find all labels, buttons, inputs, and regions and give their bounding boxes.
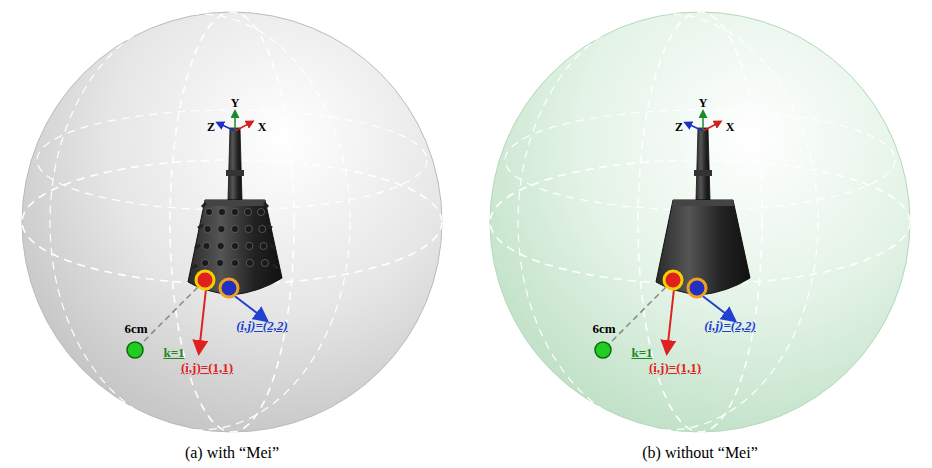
k-index-label: k=1 — [631, 346, 652, 360]
point-index-label: (i,j)=(2,2) — [704, 319, 755, 333]
axis-label: X — [726, 121, 735, 134]
point-index-label: (i,j)=(1,1) — [649, 361, 701, 375]
point-index-label: (i,j)=(2,2) — [236, 319, 287, 333]
distance-label: 6cm — [592, 322, 615, 336]
axis-label: Y — [231, 97, 240, 110]
point-index-label: (i,j)=(1,1) — [181, 361, 233, 375]
subcaption: (b) without “Mei” — [642, 444, 758, 462]
sphere-a — [22, 12, 442, 432]
axis-label: Y — [699, 97, 708, 110]
subcaption: (a) with “Mei” — [185, 444, 279, 462]
sphere-b — [490, 12, 910, 432]
axis-label: Z — [675, 121, 683, 134]
axis-label: Z — [207, 121, 215, 134]
k-index-label: k=1 — [163, 346, 184, 360]
distance-label: 6cm — [124, 322, 147, 336]
axis-label: X — [258, 121, 267, 134]
